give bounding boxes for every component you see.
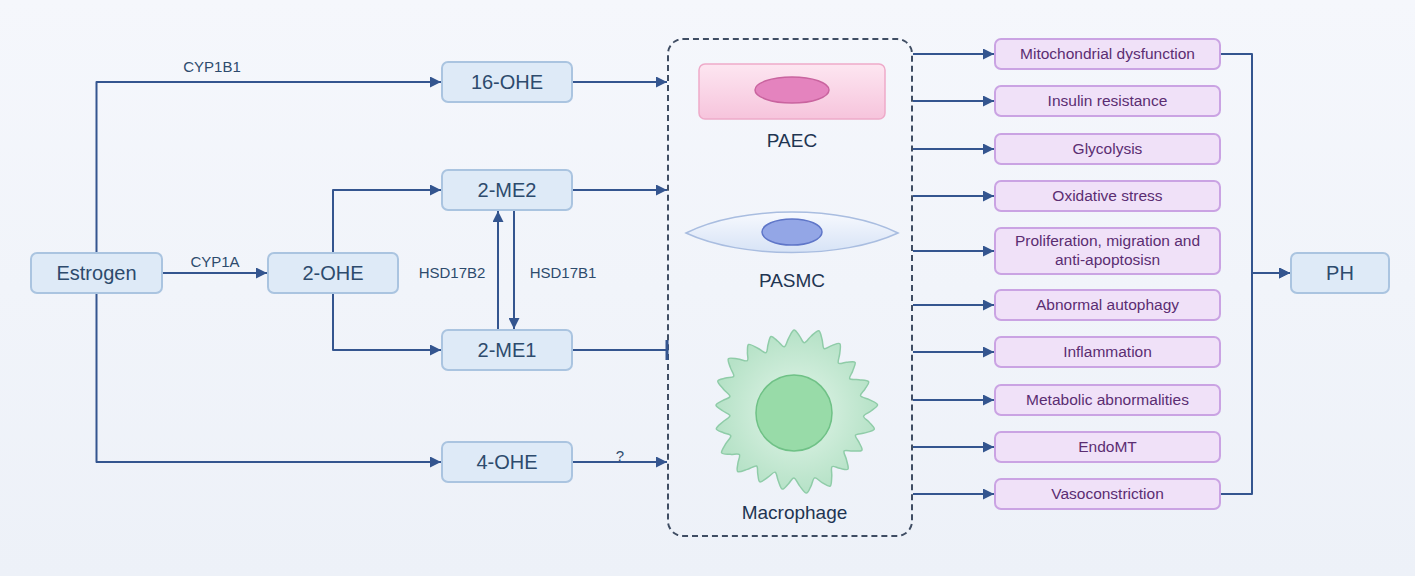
node-label: Proliferation, migration and anti-apopto… — [1002, 232, 1213, 269]
cell-nucleus — [756, 375, 832, 451]
cell-illustration — [702, 327, 887, 524]
node-label: PASMC — [759, 270, 825, 292]
endothelial-cell: PAEC — [692, 57, 892, 152]
cell-group: PAEC PASMC Macrophage — [667, 38, 913, 537]
arrow-connector — [513, 211, 515, 329]
arrow-connector — [913, 351, 994, 353]
arrow-connector — [913, 493, 994, 495]
node-label: 16-OHE — [471, 71, 543, 94]
node-label: Abnormal autophagy — [1036, 296, 1179, 315]
smooth-muscle-cell: PASMC — [682, 197, 902, 292]
metabolite-box: 2-ME1 — [441, 329, 573, 371]
node-label: 2-ME1 — [478, 339, 537, 362]
arrow-connector — [913, 53, 994, 55]
effect-box: Mitochondrial dysfunction — [994, 38, 1221, 70]
arrow-connector — [163, 272, 267, 274]
edge-label: HSD17B1 — [530, 264, 597, 281]
arrow-connector — [333, 294, 441, 350]
arrow-connector — [913, 446, 994, 448]
cell-body — [699, 64, 885, 119]
node-label: Mitochondrial dysfunction — [1020, 45, 1195, 64]
node-label: Estrogen — [56, 262, 136, 285]
arrow-connector — [913, 304, 994, 306]
effect-box: Vasoconstriction — [994, 478, 1221, 510]
arrow-connector — [1221, 273, 1290, 494]
effect-box: Metabolic abnormalities — [994, 384, 1221, 416]
node-label: PAEC — [767, 130, 817, 152]
edge-label: ? — [616, 447, 624, 464]
metabolite-box: 4-OHE — [441, 441, 573, 483]
cell-nucleus — [755, 77, 829, 103]
node-label: Inflammation — [1063, 343, 1152, 362]
outcome-box: PH — [1290, 252, 1390, 294]
arrow-connector — [333, 190, 441, 252]
arrow-connector — [913, 399, 994, 401]
arrow-connector — [913, 195, 994, 197]
edge-label: HSD17B2 — [419, 264, 486, 281]
arrow-connector — [913, 250, 994, 252]
arrow-connector — [913, 148, 994, 150]
arrow-connector — [573, 189, 667, 191]
effect-box: EndoMT — [994, 431, 1221, 463]
node-label: 2-OHE — [302, 262, 363, 285]
cell-nucleus — [762, 219, 822, 245]
edge-label: CYP1B1 — [183, 58, 241, 75]
node-label: Oxidative stress — [1052, 187, 1162, 206]
inhibition-line — [573, 349, 667, 351]
effect-box: Abnormal autophagy — [994, 289, 1221, 321]
arrow-connector — [97, 294, 442, 462]
metabolite-box: 16-OHE — [441, 61, 573, 103]
node-label: 4-OHE — [476, 451, 537, 474]
arrow-connector — [573, 81, 667, 83]
effect-box: Inflammation — [994, 336, 1221, 368]
node-label: 2-ME2 — [478, 179, 537, 202]
node-label: Metabolic abnormalities — [1026, 391, 1189, 410]
cell-body — [716, 330, 878, 493]
node-label: Vasoconstriction — [1051, 485, 1164, 504]
arrow-connector — [97, 82, 442, 252]
effect-box: Proliferation, migration and anti-apopto… — [994, 227, 1221, 275]
arrow-connector — [913, 100, 994, 102]
cell-body — [686, 212, 898, 253]
edge-label: CYP1A — [190, 253, 239, 270]
effect-box: Glycolysis — [994, 133, 1221, 165]
effect-box: Oxidative stress — [994, 180, 1221, 212]
macrophage-cell: Macrophage — [702, 327, 887, 524]
hormone-box: Estrogen — [30, 252, 163, 294]
node-label: Insulin resistance — [1048, 92, 1168, 111]
node-label: Glycolysis — [1073, 140, 1143, 159]
node-label: EndoMT — [1078, 438, 1137, 457]
arrow-connector — [497, 211, 499, 329]
node-label: Macrophage — [742, 502, 848, 524]
metabolite-box: 2-OHE — [267, 252, 399, 294]
metabolite-box: 2-ME2 — [441, 169, 573, 211]
arrow-connector — [1221, 54, 1290, 273]
effect-box: Insulin resistance — [994, 85, 1221, 117]
node-label: PH — [1326, 262, 1354, 285]
